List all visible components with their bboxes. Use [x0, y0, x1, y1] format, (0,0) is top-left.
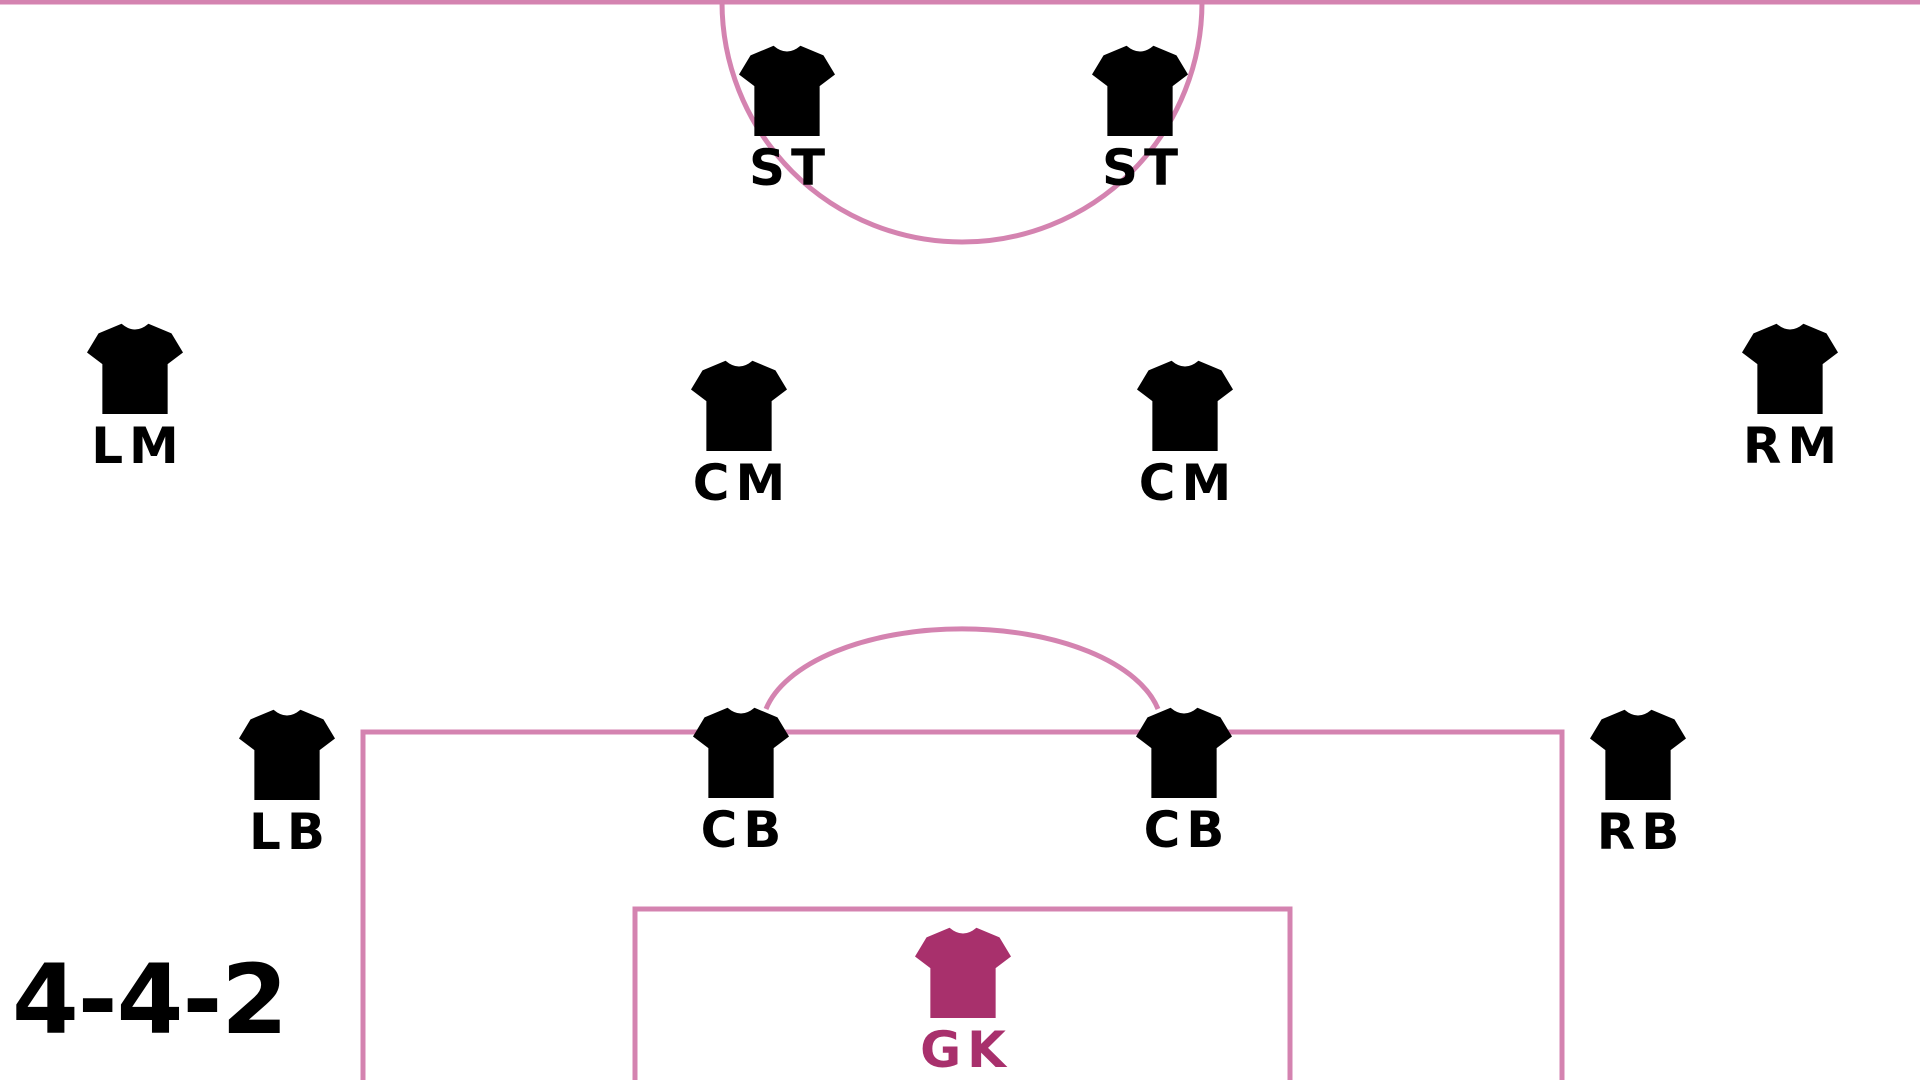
- player-lb: LB: [222, 704, 352, 874]
- jersey-icon: [915, 927, 1011, 1018]
- player-gk: GK: [898, 922, 1028, 1080]
- jersey-icon: [739, 45, 835, 136]
- player-cm-right: CM: [1120, 355, 1250, 525]
- penalty-arc: [763, 626, 1161, 710]
- player-cb-right: CB: [1119, 702, 1249, 872]
- position-label: CM: [1138, 454, 1238, 512]
- jersey-icon: [1136, 707, 1232, 798]
- player-cb-left: CB: [676, 702, 806, 872]
- position-label: ST: [1101, 139, 1185, 197]
- jersey-icon: [693, 707, 789, 798]
- jersey-icon: [1137, 360, 1233, 451]
- position-label: CB: [700, 801, 788, 859]
- goal-area-box: [632, 906, 1293, 1080]
- player-lm: LM: [70, 318, 200, 488]
- player-rb: RB: [1573, 704, 1703, 874]
- position-label: LM: [91, 417, 185, 475]
- jersey-icon: [1590, 709, 1686, 800]
- position-label: CB: [1143, 801, 1231, 859]
- position-label: GK: [920, 1021, 1012, 1079]
- formation-title: 4-4-2: [12, 944, 288, 1056]
- penalty-box: [360, 729, 1565, 1080]
- player-st-right: ST: [1075, 40, 1205, 210]
- position-label: RB: [1596, 803, 1686, 861]
- position-label: RM: [1742, 417, 1844, 475]
- position-label: LB: [249, 803, 331, 861]
- position-label: CM: [692, 454, 792, 512]
- player-rm: RM: [1725, 318, 1855, 488]
- jersey-icon: [1092, 45, 1188, 136]
- jersey-icon: [1742, 323, 1838, 414]
- player-st-left: ST: [722, 40, 852, 210]
- jersey-icon: [691, 360, 787, 451]
- jersey-icon: [239, 709, 335, 800]
- player-cm-left: CM: [674, 355, 804, 525]
- jersey-icon: [87, 323, 183, 414]
- center-circle-arc: [719, 1, 1205, 245]
- position-label: ST: [748, 139, 832, 197]
